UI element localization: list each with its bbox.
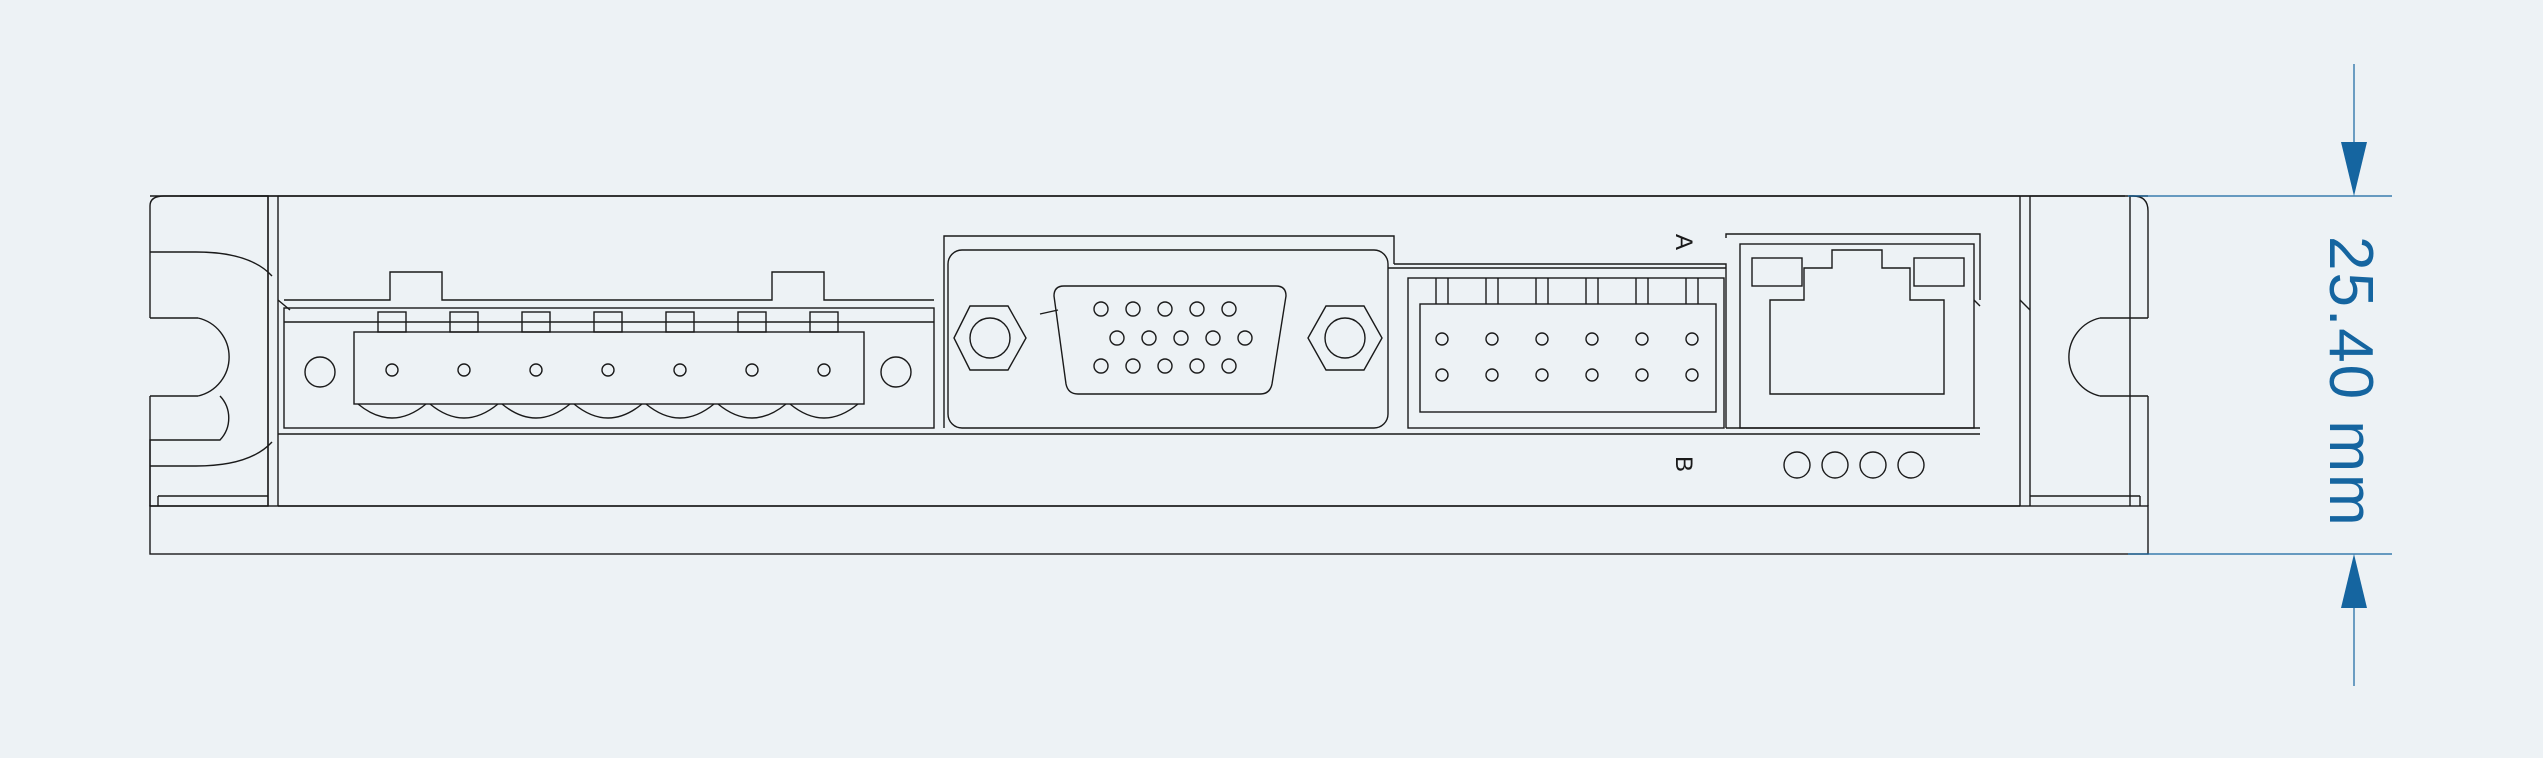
db15-left-hex-nut (953, 305, 1027, 371)
status-led (1897, 451, 1925, 479)
db15-pin (1205, 330, 1221, 346)
header-pin (1635, 332, 1649, 346)
db15-pin (1189, 358, 1205, 374)
terminal-pin-tab (521, 311, 551, 333)
header-pin (1485, 368, 1499, 382)
rj45-connector (1725, 233, 1981, 429)
db15-pin (1141, 330, 1157, 346)
dimension-label: 25.40 mm (2316, 236, 2385, 528)
header-pin (1585, 332, 1599, 346)
db15-connector (943, 235, 1395, 429)
db15-pin (1173, 330, 1189, 346)
terminal-screw-left (304, 356, 336, 388)
terminal-pin-tab (377, 311, 407, 333)
db15-pin (1221, 301, 1237, 317)
header-pin (1685, 368, 1699, 382)
terminal-pin-hole (385, 363, 399, 377)
connector-label-b: B (1670, 456, 1697, 472)
right-mounting-flange (2019, 195, 2149, 506)
terminal-scallop (501, 403, 571, 419)
terminal-scallop (429, 403, 499, 419)
height-dimension (2128, 64, 2392, 686)
left-mounting-flange (149, 195, 279, 506)
status-led (1821, 451, 1849, 479)
terminal-pin-hole (745, 363, 759, 377)
header-pin (1435, 368, 1449, 382)
db15-pin (1093, 301, 1109, 317)
status-led (1783, 451, 1811, 479)
header-pin (1635, 368, 1649, 382)
status-led-row (1783, 451, 1925, 479)
terminal-pin-tab (809, 311, 839, 333)
arrowhead-up-icon (2341, 554, 2367, 608)
header-pin (1685, 332, 1699, 346)
db15-pin (1125, 358, 1141, 374)
header-pin (1485, 332, 1499, 346)
base-plate (149, 505, 2149, 555)
db15-pin (1221, 358, 1237, 374)
terminal-scallop (717, 403, 787, 419)
terminal-pin-hole (817, 363, 831, 377)
enclosure-outline (149, 195, 2125, 507)
header-pin (1435, 332, 1449, 346)
terminal-scallop (573, 403, 643, 419)
header-pin (1535, 368, 1549, 382)
pin-header-connector (1388, 263, 1727, 429)
status-led (1859, 451, 1887, 479)
terminal-block-connector (283, 271, 935, 429)
header-pin (1585, 368, 1599, 382)
db15-shell (1053, 285, 1287, 395)
main-housing (277, 195, 2020, 507)
terminal-pin-tab (737, 311, 767, 333)
db15-pin (1157, 358, 1173, 374)
terminal-pin-tab (665, 311, 695, 333)
terminal-pin-hole (601, 363, 615, 377)
db15-right-hex-nut (1307, 305, 1383, 371)
header-pin (1535, 332, 1549, 346)
terminal-scallop (357, 403, 427, 419)
terminal-pin-tab (449, 311, 479, 333)
db15-pin (1157, 301, 1173, 317)
terminal-screw-right (880, 356, 912, 388)
db15-pin (1093, 358, 1109, 374)
terminal-scallop (645, 403, 715, 419)
db15-pin (1189, 301, 1205, 317)
terminal-scallop (789, 403, 859, 419)
terminal-pin-hole (457, 363, 471, 377)
terminal-pin-hole (673, 363, 687, 377)
arrowhead-down-icon (2341, 142, 2367, 196)
terminal-pin-tab (593, 311, 623, 333)
terminal-pin-hole (529, 363, 543, 377)
db15-pin (1125, 301, 1141, 317)
db15-pin (1109, 330, 1125, 346)
db15-pin (1237, 330, 1253, 346)
connector-label-a: A (1670, 234, 1697, 250)
